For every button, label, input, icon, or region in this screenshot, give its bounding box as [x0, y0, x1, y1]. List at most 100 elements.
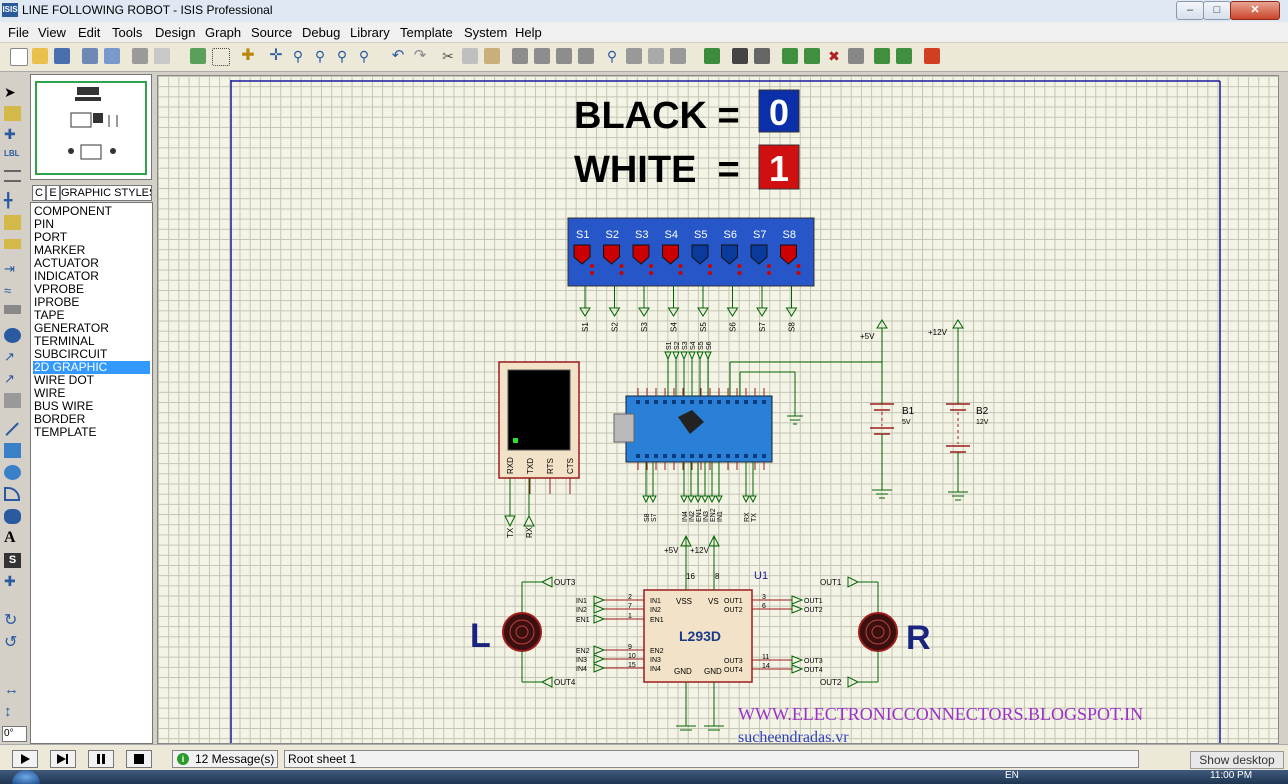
pan-icon[interactable]: ✛ [269, 47, 283, 64]
decompose-icon[interactable] [670, 48, 686, 64]
menu-library[interactable]: Library [350, 25, 390, 40]
print-area-icon[interactable] [154, 48, 170, 64]
search-tag-icon[interactable] [732, 48, 748, 64]
zoom-out-icon[interactable]: ⚲ [314, 48, 326, 64]
bill-of-materials-icon[interactable] [874, 48, 890, 64]
path-tool-icon[interactable] [4, 509, 21, 524]
block-rotate-icon[interactable] [556, 48, 572, 64]
refresh-icon[interactable] [190, 48, 206, 64]
voltage-probe-icon[interactable]: ↗ [4, 349, 15, 364]
text-script-icon[interactable] [4, 170, 21, 182]
circle-tool-icon[interactable] [4, 465, 21, 480]
menu-file[interactable]: File [8, 25, 29, 40]
menu-help[interactable]: Help [515, 25, 542, 40]
buses-icon[interactable]: ╋ [4, 192, 13, 208]
menu-template[interactable]: Template [400, 25, 453, 40]
add-sheet-icon[interactable] [804, 48, 820, 64]
style-list-item[interactable]: VPROBE [34, 282, 85, 296]
start-orb-icon[interactable] [12, 770, 40, 784]
pick-device-icon[interactable]: ⚲ [606, 48, 618, 64]
rotate-anticlockwise-icon[interactable]: ↺ [4, 634, 18, 651]
paste-icon[interactable] [484, 48, 500, 64]
menu-graph[interactable]: Graph [205, 25, 242, 40]
style-list-item[interactable]: MARKER [34, 243, 86, 257]
text-tool-icon[interactable]: A [4, 529, 16, 546]
redo-icon[interactable]: ↷ [413, 47, 427, 64]
subcircuit-icon[interactable] [4, 215, 21, 230]
minimize-button[interactable]: – [1176, 1, 1204, 20]
overview-viewport[interactable] [35, 81, 147, 175]
remove-sheet-icon[interactable]: ✖ [828, 48, 840, 64]
wire-autorouter-icon[interactable] [704, 48, 720, 64]
step-button[interactable] [50, 750, 76, 768]
block-delete-icon[interactable] [578, 48, 594, 64]
menu-debug[interactable]: Debug [302, 25, 341, 40]
tab-edit[interactable]: E [46, 185, 60, 201]
style-list-item[interactable]: BUS WIRE [34, 399, 94, 413]
messages-box[interactable]: i 12 Message(s) [172, 750, 278, 768]
electrical-check-icon[interactable] [896, 48, 912, 64]
component-mode-icon[interactable] [4, 106, 21, 121]
style-list-item[interactable]: ACTUATOR [34, 256, 99, 270]
import-icon[interactable] [82, 48, 98, 64]
new-file-icon[interactable] [10, 48, 28, 66]
style-list-item[interactable]: BORDER [34, 412, 86, 426]
language-indicator[interactable]: EN [1005, 770, 1019, 781]
open-folder-icon[interactable] [32, 48, 48, 64]
select-mode-icon[interactable]: ➤ [4, 84, 16, 100]
netlist-to-ares-icon[interactable] [924, 48, 940, 64]
exit-to-parent-icon[interactable] [848, 48, 864, 64]
menu-tools[interactable]: Tools [112, 25, 143, 40]
style-list-item[interactable]: WIRE [34, 386, 66, 400]
cut-icon[interactable]: ✂ [442, 48, 454, 64]
line-tool-icon[interactable] [5, 422, 20, 437]
style-list-item[interactable]: IPROBE [34, 295, 80, 309]
origin-icon[interactable]: ✚ [241, 47, 255, 64]
make-device-icon[interactable] [626, 48, 642, 64]
generator-icon[interactable] [4, 328, 21, 343]
style-list-item[interactable]: TERMINAL [34, 334, 95, 348]
new-sheet-icon[interactable] [782, 48, 798, 64]
maximize-button[interactable]: □ [1203, 1, 1231, 20]
style-list-item[interactable]: TEMPLATE [34, 425, 97, 439]
menu-view[interactable]: View [38, 25, 66, 40]
style-list-item[interactable]: PIN [34, 217, 55, 231]
rotation-angle-input[interactable]: 0° [2, 726, 27, 742]
property-tool-icon[interactable] [754, 48, 770, 64]
style-list-item[interactable]: TAPE [34, 308, 65, 322]
mirror-horizontal-icon[interactable]: ↔ [4, 681, 19, 698]
rotate-clockwise-icon[interactable]: ↻ [4, 612, 18, 629]
style-list-item[interactable]: SUBCIRCUIT [34, 347, 108, 361]
block-copy-icon[interactable] [512, 48, 528, 64]
menu-source[interactable]: Source [251, 25, 293, 40]
play-button[interactable] [12, 750, 38, 768]
style-list-item[interactable]: WIRE DOT [34, 373, 94, 387]
package-tool-icon[interactable] [648, 48, 664, 64]
style-list-item[interactable]: GENERATOR [34, 321, 109, 335]
print-icon[interactable] [132, 48, 148, 64]
box-tool-icon[interactable] [4, 443, 21, 458]
current-probe-icon[interactable]: ↗ [4, 371, 15, 386]
zoom-all-icon[interactable]: ⚲ [336, 48, 348, 64]
style-list-item[interactable]: COMPONENT [34, 204, 112, 218]
block-move-icon[interactable] [534, 48, 550, 64]
overview-window[interactable] [30, 74, 152, 180]
junction-dot-icon[interactable]: ✚ [4, 126, 16, 142]
mirror-vertical-icon[interactable]: ↕ [4, 703, 12, 720]
zoom-area-icon[interactable]: ⚲ [358, 48, 370, 64]
graph-mode-icon[interactable]: ≈ [4, 283, 12, 298]
tab-components[interactable]: C [32, 185, 46, 201]
symbol-tool-icon[interactable]: S [4, 553, 21, 568]
menu-design[interactable]: Design [155, 25, 196, 40]
style-list-item[interactable]: INDICATOR [34, 269, 99, 283]
save-icon[interactable] [54, 48, 70, 64]
close-button[interactable]: ✕ [1230, 1, 1280, 20]
menu-edit[interactable]: Edit [78, 25, 101, 40]
device-pins-icon[interactable]: ⇥ [4, 261, 15, 276]
stop-button[interactable] [126, 750, 152, 768]
style-list-item[interactable]: PORT [34, 230, 68, 244]
style-list-item[interactable]: 2D GRAPHIC [33, 361, 150, 374]
copy-icon[interactable] [462, 48, 478, 64]
menu-system[interactable]: System [464, 25, 508, 40]
